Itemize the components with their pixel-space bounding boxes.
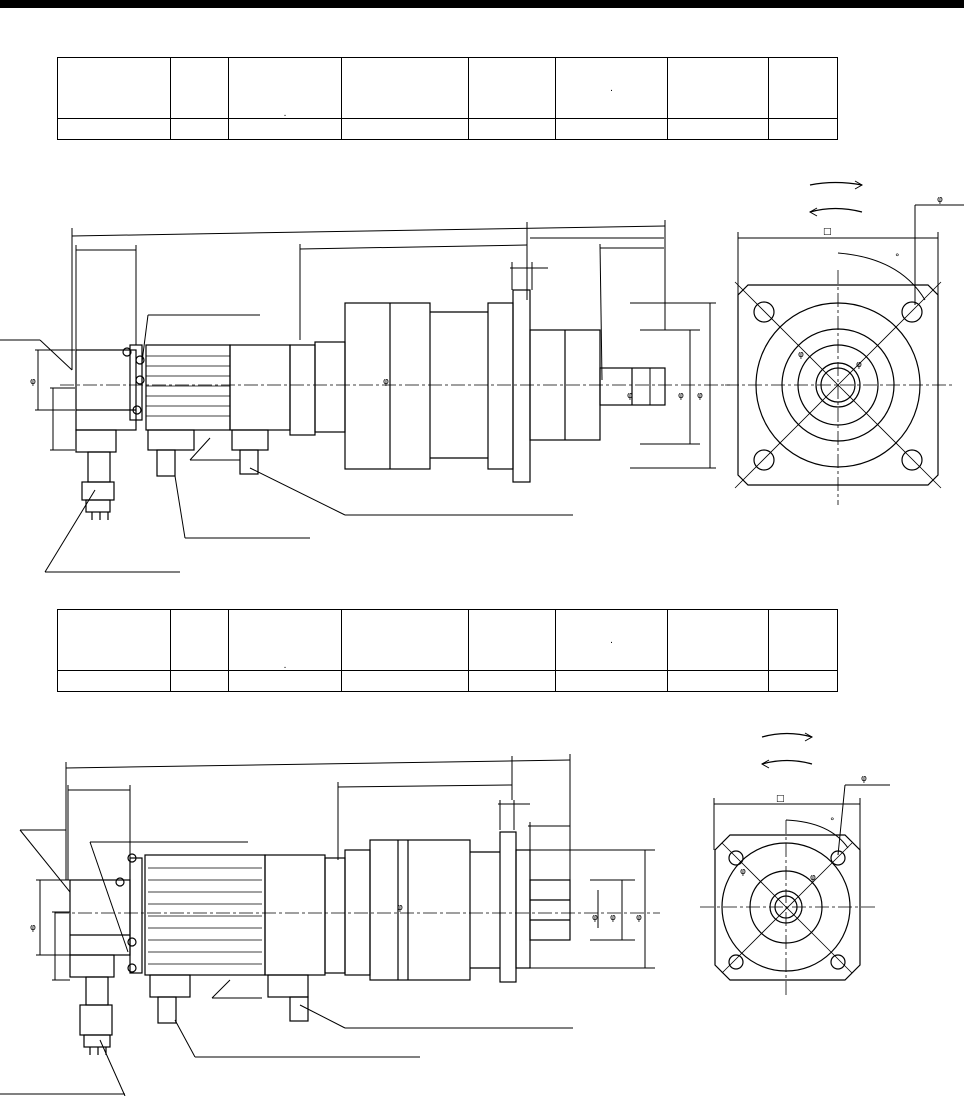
- square-symbol: □: [776, 794, 785, 804]
- header-bar: [0, 0, 964, 8]
- encoder-connector-box: [69, 954, 115, 978]
- encoder-connector-box: [75, 429, 117, 453]
- diameter-symbol: φ: [30, 923, 36, 933]
- leader-lines-bottom: [0, 829, 573, 1096]
- spec-table-bottom: . .: [57, 609, 838, 692]
- spec-table-top: . .: [57, 57, 838, 140]
- front-view-top: [725, 180, 964, 505]
- bolt-hole: [830, 850, 846, 866]
- table-dot-mark: .: [610, 634, 613, 646]
- diameter-symbol: φ: [798, 350, 804, 360]
- output-shaft: [529, 879, 571, 941]
- bolt-hole: [753, 301, 775, 323]
- diameter-symbol: φ: [810, 873, 816, 883]
- flange-outline: [714, 834, 861, 981]
- diameter-symbol: φ: [937, 195, 943, 205]
- bolt-hole: [728, 954, 744, 970]
- rotation-arrow: [809, 207, 863, 213]
- motor-fins: [146, 355, 230, 417]
- diameter-symbol: φ: [697, 391, 703, 401]
- front-view-bottom: [700, 732, 890, 995]
- output-flange: [512, 289, 531, 483]
- flange-outline: [737, 284, 939, 486]
- rotation-arrow: [761, 759, 813, 765]
- reducer-housing: [369, 839, 471, 981]
- diameter-symbol: φ: [30, 377, 36, 387]
- motor-fins: [148, 867, 262, 965]
- diameter-symbol: φ: [861, 774, 867, 784]
- reducer-housing: [344, 302, 431, 470]
- leader-lines-top: [0, 314, 573, 573]
- square-symbol: □: [823, 227, 832, 237]
- encoder-cap: [69, 879, 131, 956]
- table-dot-mark: .: [610, 82, 613, 94]
- diameter-symbol: φ: [397, 903, 403, 913]
- bolt-hole: [728, 850, 744, 866]
- diameter-symbol: φ: [610, 913, 616, 923]
- diameter-symbol: φ: [636, 913, 642, 923]
- bolt-hole: [753, 449, 775, 471]
- diameter-symbol: φ: [740, 867, 746, 877]
- table-dot-mark: .: [283, 660, 287, 671]
- diameter-symbol: φ: [627, 391, 633, 401]
- output-flange: [499, 831, 517, 983]
- bolt-hole: [901, 449, 923, 471]
- bolt-hole: [830, 954, 846, 970]
- diameter-symbol: φ: [856, 360, 862, 370]
- bolt-hole: [901, 301, 923, 323]
- side-view-top: [0, 220, 730, 573]
- encoder-cap: [75, 349, 137, 431]
- rotation-arrow: [809, 181, 863, 186]
- diameter-symbol: φ: [383, 377, 389, 387]
- rotation-arrow: [761, 732, 813, 738]
- motor-body: [144, 854, 266, 976]
- side-view-bottom: [0, 754, 660, 1096]
- dimension-lines-top: [35, 220, 716, 469]
- diameter-symbol: φ: [678, 391, 684, 401]
- degree-symbol: °: [830, 817, 835, 827]
- table-dot-mark: .: [283, 108, 287, 119]
- diameter-symbol: φ: [592, 913, 598, 923]
- degree-symbol: °: [895, 253, 900, 263]
- motor-body: [145, 344, 231, 431]
